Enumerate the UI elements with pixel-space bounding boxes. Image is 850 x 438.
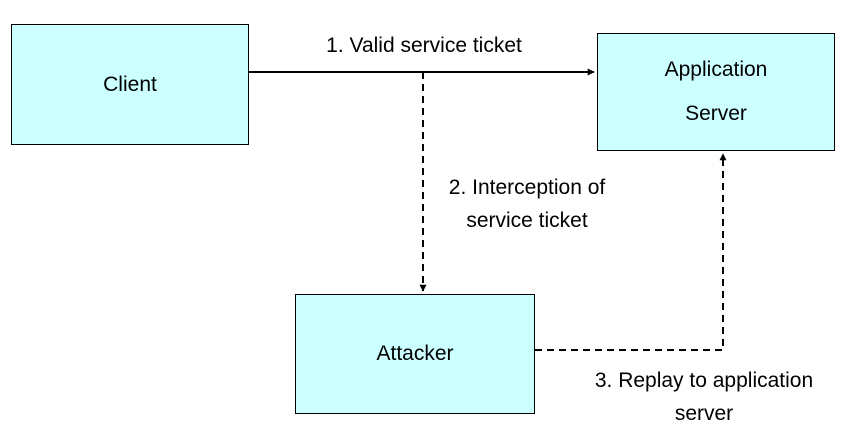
client-node: Client bbox=[11, 24, 249, 145]
valid-ticket-label: 1. Valid service ticket bbox=[302, 29, 546, 62]
attacker-label: Attacker bbox=[376, 342, 454, 365]
attacker-node: Attacker bbox=[295, 294, 535, 414]
interception-label-line1: 2. Interception of bbox=[448, 176, 606, 199]
replay-label: 3. Replay to application server bbox=[566, 364, 842, 430]
replay-arrow bbox=[535, 153, 727, 351]
application-server-node: Application Server bbox=[597, 33, 835, 151]
valid-ticket-label-text: 1. Valid service ticket bbox=[326, 34, 522, 57]
replay-label-line1: 3. Replay to application bbox=[594, 369, 814, 392]
application-server-label-line1: Application bbox=[664, 58, 768, 81]
interception-label: 2. Interception of service ticket bbox=[430, 171, 624, 237]
replay-label-line2: server bbox=[674, 402, 734, 425]
application-server-label-line2: Server bbox=[685, 102, 747, 125]
client-label: Client bbox=[103, 72, 157, 96]
interception-label-line2: service ticket bbox=[466, 209, 588, 232]
